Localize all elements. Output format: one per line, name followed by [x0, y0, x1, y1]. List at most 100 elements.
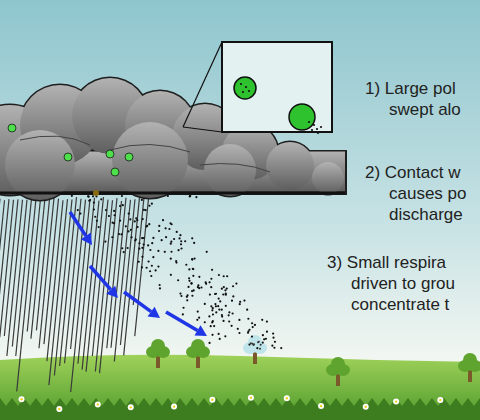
respirable-particle	[179, 293, 181, 295]
respirable-particle	[176, 231, 178, 233]
respirable-particle	[273, 347, 275, 349]
respirable-particle	[180, 247, 182, 249]
wind-arrow	[124, 292, 151, 312]
respirable-particle	[225, 294, 227, 296]
respirable-particle	[266, 331, 268, 333]
respirable-particle	[179, 234, 181, 236]
pollen-fragment	[316, 128, 318, 130]
wind-arrow	[166, 312, 198, 330]
respirable-particle	[205, 281, 207, 283]
respirable-particle	[189, 195, 191, 197]
respirable-particle	[214, 293, 216, 295]
respirable-particle	[265, 338, 267, 340]
respirable-particle	[211, 334, 213, 336]
respirable-particle	[148, 205, 150, 207]
respirable-particle	[125, 225, 127, 227]
pollen-fragment	[259, 348, 261, 350]
tree-crown	[463, 353, 477, 367]
pollen-fragment	[257, 341, 259, 343]
pollen-fragment	[260, 344, 262, 346]
respirable-particle	[108, 215, 110, 217]
pollen-grain	[64, 153, 72, 161]
flower	[437, 397, 443, 403]
respirable-particle	[215, 293, 217, 295]
rain-streak	[71, 200, 86, 349]
respirable-particle	[158, 230, 160, 232]
respirable-particle	[141, 247, 143, 249]
respirable-particle	[238, 332, 240, 334]
wind-arrowhead	[106, 286, 118, 298]
respirable-particle	[145, 209, 147, 211]
respirable-particle	[168, 228, 170, 230]
respirable-particle	[189, 195, 191, 197]
respirable-particle	[127, 230, 129, 232]
respirable-particle	[219, 338, 221, 340]
respirable-particle	[182, 313, 184, 315]
respirable-particle	[170, 241, 172, 243]
respirable-particle	[210, 286, 212, 288]
respirable-particle	[135, 238, 137, 240]
respirable-particle	[239, 303, 241, 305]
respirable-particle	[93, 201, 95, 203]
respirable-particle	[238, 319, 240, 321]
respirable-particle	[197, 286, 199, 288]
flower-center	[97, 403, 99, 405]
rain-streak	[7, 200, 23, 356]
respirable-particle	[209, 293, 211, 295]
respirable-particle	[206, 251, 208, 253]
respirable-particle	[204, 321, 206, 323]
pollen-grain	[8, 124, 16, 132]
respirable-particle	[164, 251, 166, 253]
wind-arrow	[90, 266, 111, 290]
respirable-particle	[170, 243, 172, 245]
respirable-particle	[190, 283, 192, 285]
respirable-particle	[231, 325, 233, 327]
respirable-particle	[178, 237, 180, 239]
rain-streak	[39, 198, 54, 348]
respirable-particle	[96, 220, 98, 222]
flower-center	[130, 406, 132, 408]
tree-crown	[248, 335, 262, 349]
respirable-particle	[215, 311, 217, 313]
respirable-particle	[100, 198, 102, 200]
respirable-particle	[223, 275, 225, 277]
respirable-particle	[247, 318, 249, 320]
respirable-particle	[198, 276, 200, 278]
rain-streak	[54, 199, 72, 375]
grass	[0, 398, 480, 420]
pollen-fragment	[248, 90, 250, 92]
respirable-particle	[228, 311, 230, 313]
respirable-particle	[218, 274, 220, 276]
rain-streak	[120, 199, 135, 345]
respirable-particle	[105, 209, 107, 211]
respirable-particle	[200, 286, 202, 288]
rain-streak	[114, 200, 130, 362]
respirable-particle	[254, 324, 256, 326]
cloud-body	[112, 122, 188, 198]
respirable-particle	[193, 289, 195, 291]
respirable-particle	[134, 220, 136, 222]
respirable-particle	[143, 243, 145, 245]
respirable-particle	[232, 295, 234, 297]
pollen-fragment	[258, 341, 260, 343]
flower	[209, 397, 215, 403]
step-text: 3) Small respira driven to grou concentr…	[327, 252, 480, 315]
respirable-particle	[177, 279, 179, 281]
respirable-particle	[131, 236, 133, 238]
respirable-particle	[272, 337, 274, 339]
pollen-grain	[125, 153, 133, 161]
respirable-particle	[210, 325, 212, 327]
respirable-particle	[142, 218, 144, 220]
respirable-particle	[246, 309, 248, 311]
respirable-particle	[196, 319, 198, 321]
respirable-particle	[165, 236, 167, 238]
respirable-particle	[228, 314, 230, 316]
flower	[128, 404, 134, 410]
respirable-particle	[212, 320, 214, 322]
respirable-particle	[188, 277, 190, 279]
respirable-particle	[152, 256, 154, 258]
flower-center	[58, 408, 60, 410]
respirable-particle	[221, 314, 223, 316]
respirable-particle	[129, 218, 131, 220]
